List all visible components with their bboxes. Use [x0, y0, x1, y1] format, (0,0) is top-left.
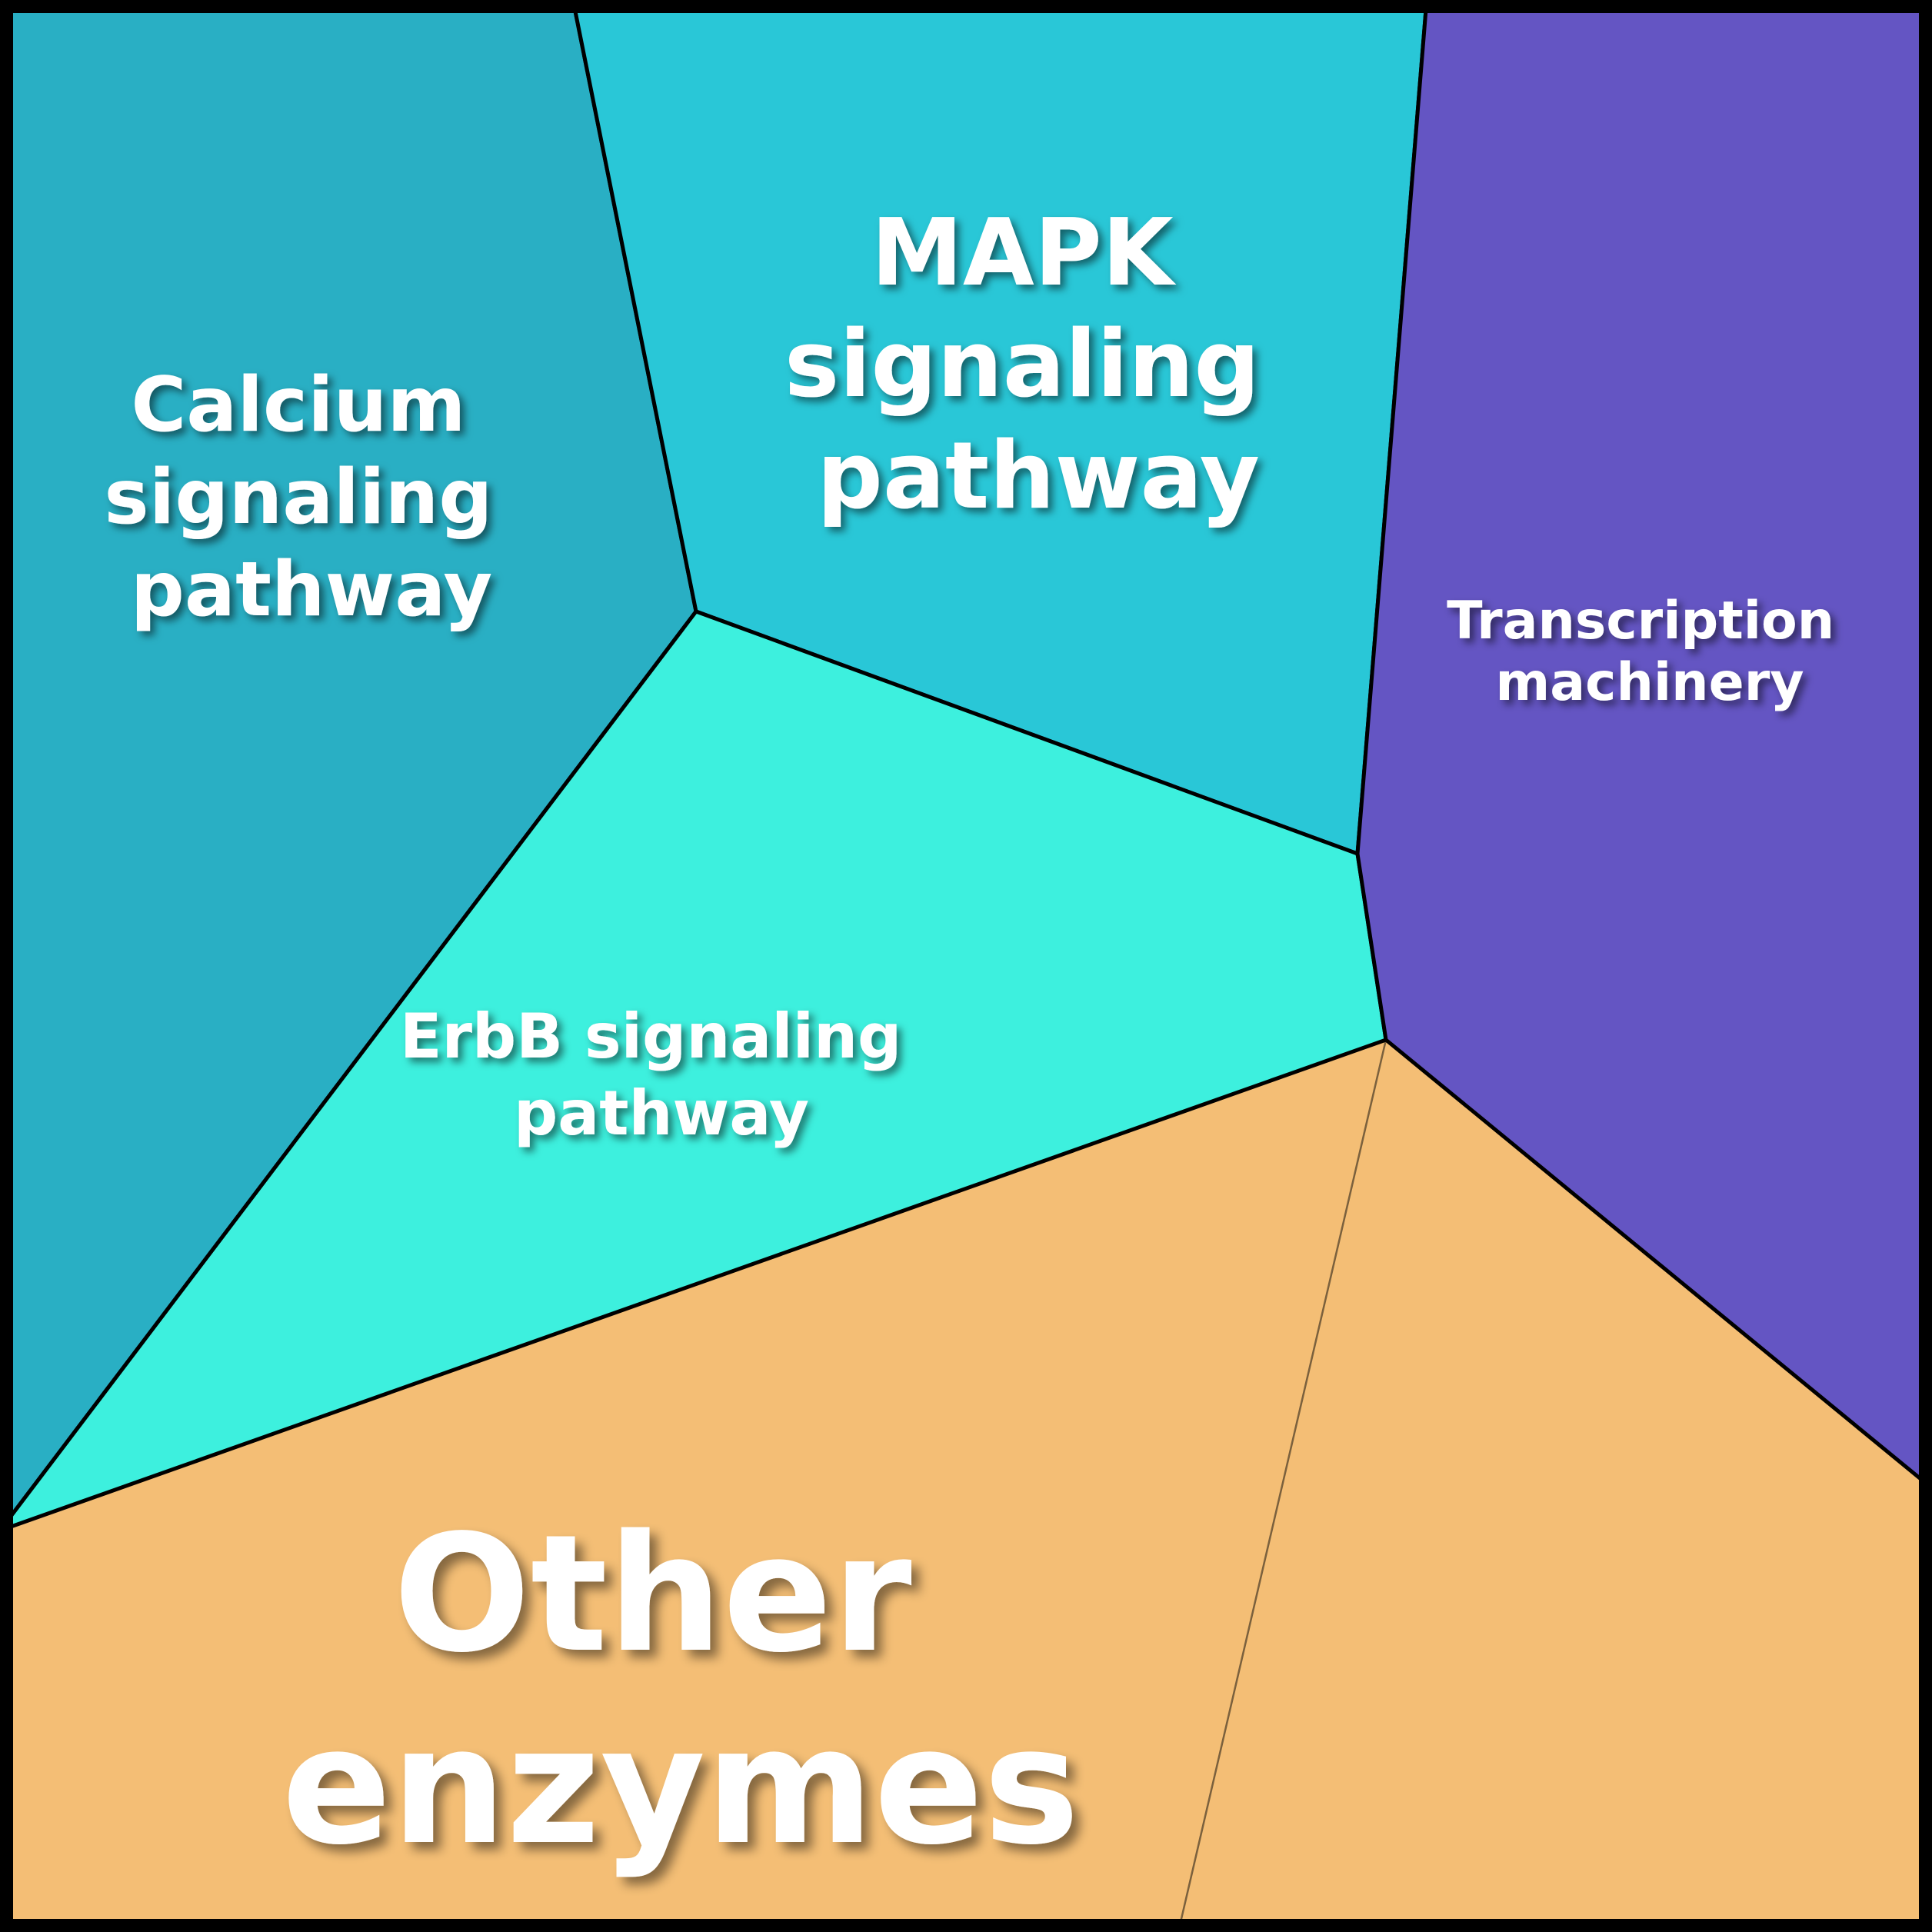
label-calcium-signaling-pathway: Calcium signaling pathway [104, 361, 518, 634]
label-transcription-machinery: Transcription machinery [1447, 591, 1853, 713]
label-mapk-signaling-pathway: MAPK signaling pathway [784, 200, 1292, 530]
treemap-labels: Calcium signaling pathway MAPK signaling… [104, 200, 1853, 1880]
region-other-enzymes-sub [1178, 1040, 1932, 1932]
region-other-enzymes [0, 1040, 1386, 1932]
label-other-enzymes: Other enzymes [281, 1500, 1079, 1880]
label-erbb-signaling-pathway: ErbB signaling pathway [400, 1001, 923, 1149]
region-transcription-machinery [1355, 0, 1932, 1491]
other-enzymes-divider-line [1177, 1039, 1387, 1932]
